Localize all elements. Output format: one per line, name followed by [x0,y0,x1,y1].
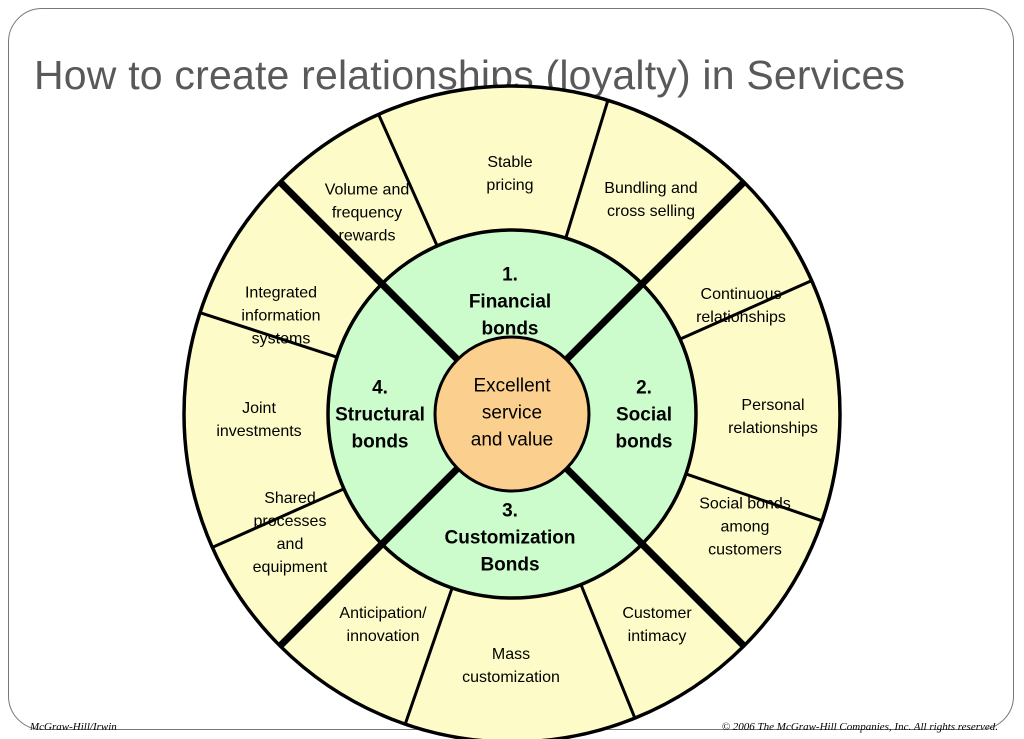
segment-stable-pricing-line: pricing [486,177,533,194]
segment-anticipation-innovation-line: innovation [347,628,420,645]
center-label-line: service [482,403,542,424]
segment-joint-investments-line: Joint [242,400,276,417]
segment-divider [679,279,813,341]
segment-mass-customization: Mass customization [462,646,560,686]
segment-continuous-relationships-line: relationships [696,309,786,326]
segment-volume-frequency-rewards-line: frequency [332,205,402,222]
bond-customization-line: 3. [502,501,518,522]
segment-customer-intimacy: Customer intimacy [622,605,692,645]
bond-social-line: 2. [636,378,652,399]
quadrant-divider [277,465,461,649]
segment-mass-customization-line: customization [462,669,560,686]
bond-social-line: Social [616,405,672,426]
quadrant-divider [563,465,747,649]
segment-volume-frequency-rewards: Volume and frequency rewards [325,182,410,245]
bond-financial-line: Financial [469,292,551,313]
segment-bundling-cross-selling-line: Bundling and [604,180,697,197]
bond-social-line: bonds [616,432,673,453]
bond-financial-line: bonds [482,319,539,340]
segment-integrated-information-systems-line: information [241,308,320,325]
bond-customization-line: Bonds [480,555,539,576]
bond-structural-line: bonds [352,432,409,453]
segment-social-bonds-among-customers: Social bonds among customers [699,496,791,559]
segment-continuous-relationships: Continuous relationships [696,286,786,326]
segment-bundling-cross-selling: Bundling and cross selling [604,180,697,220]
segment-stable-pricing-line: Stable [487,154,532,171]
segment-volume-frequency-rewards-line: Volume and [325,182,410,199]
bond-financial: 1. Financial bonds [469,265,551,340]
segment-anticipation-innovation: Anticipation/innovation [339,605,427,645]
segment-shared-processes-equipment-line: processes [254,513,327,530]
segment-integrated-information-systems-line: Integrated [245,285,317,302]
bond-structural-line: Structural [335,405,425,426]
bond-financial-line: 1. [502,265,518,286]
segment-customer-intimacy-line: intimacy [628,628,687,645]
segment-personal-relationships-line: relationships [728,420,818,437]
segment-volume-frequency-rewards-line: rewards [339,228,396,245]
bond-customization-line: Customization [445,528,576,549]
center-circle [433,335,591,493]
segment-joint-investments-line: investments [216,423,301,440]
segment-anticipation-innovation-line: Anticipation/ [339,605,427,622]
segment-divider [685,472,823,523]
segment-integrated-information-systems-line: systems [252,331,311,348]
segment-shared-processes-equipment-line: Shared [264,490,316,507]
segment-divider [377,113,439,247]
segment-customer-intimacy-line: Customer [622,605,692,622]
segment-divider [403,587,454,725]
center-label-line: and value [471,430,553,451]
center-label: Excellent service and value [471,376,553,451]
segment-shared-processes-equipment-line: and [277,536,304,553]
segment-personal-relationships: Personal relationships [728,397,818,437]
bond-structural-line: 4. [372,378,388,399]
footer-publisher: McGraw-Hill/Irwin [30,721,117,733]
segment-mass-customization-line: Mass [492,646,530,663]
segment-personal-relationships-line: Personal [741,397,804,414]
segment-divider [564,99,610,239]
bond-structural: 4. Structural bonds [335,378,425,453]
segment-continuous-relationships-line: Continuous [701,286,782,303]
quadrant-divider [277,179,461,363]
quadrant-divider [563,179,747,363]
segment-stable-pricing: Stable pricing [486,154,533,194]
segment-bundling-cross-selling-line: cross selling [607,203,695,220]
segment-integrated-information-systems: Integrated information systems [241,285,320,348]
segment-social-bonds-among-customers-line: Social bonds [699,496,791,513]
segment-divider [211,487,345,549]
segment-social-bonds-among-customers-line: customers [708,542,782,559]
footer-copyright: © 2006 The McGraw-Hill Companies, Inc. A… [721,721,998,733]
segment-joint-investments: Joint investments [216,400,301,440]
segment-shared-processes-equipment-line: equipment [253,559,328,576]
segment-divider [579,584,637,719]
segment-social-bonds-among-customers-line: among [721,519,770,536]
segment-divider [199,311,338,359]
segment-shared-processes-equipment: Shared processes and equipment [253,490,328,576]
bond-social: 2. Social bonds [616,378,673,453]
center-label-line: Excellent [473,376,551,397]
